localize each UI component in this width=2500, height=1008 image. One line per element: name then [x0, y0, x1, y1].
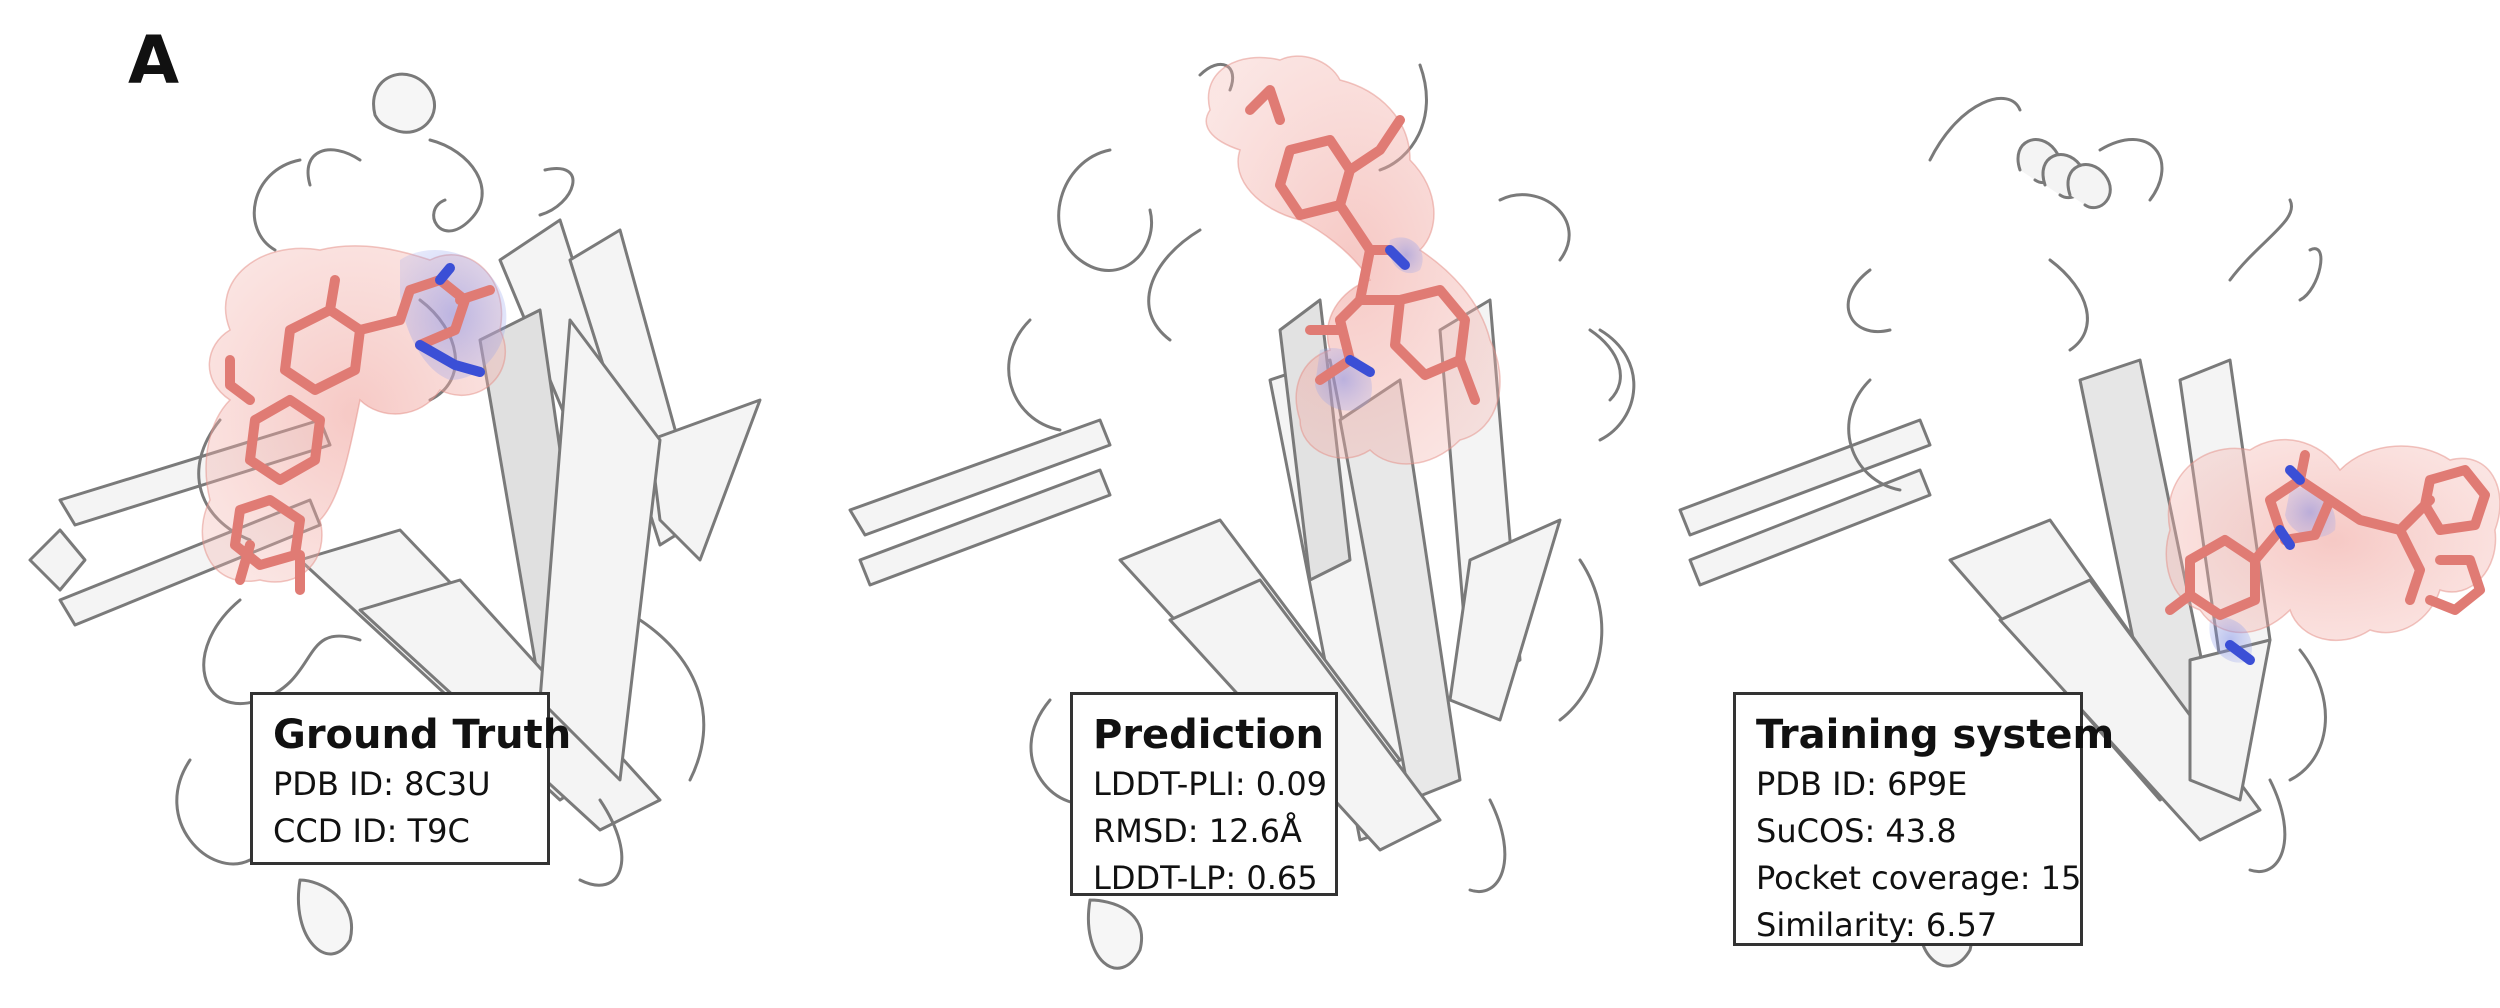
training-system-box: Training system PDB ID: 6P9E SuCOS: 43.8… [1733, 692, 2115, 946]
training-similarity: Similarity: 6.57 [1756, 906, 1998, 944]
prediction-lddt-pli: LDDT-PLI: 0.09 [1093, 765, 1328, 803]
ligand-sticks-ground-truth [225, 275, 495, 595]
training-pocket-coverage: Pocket coverage: 15 [1756, 859, 2082, 897]
ground-truth-pdb-id: PDB ID: 8C3U [273, 765, 491, 803]
prediction-rmsd: RMSD: 12.6Å [1093, 812, 1302, 850]
ligand-nitrogens-training [2225, 465, 2305, 665]
ligand-sticks-prediction [1245, 85, 1480, 405]
ground-truth-box: Ground Truth PDB ID: 8C3U CCD ID: T9C [250, 692, 572, 865]
ligand-nitrogens-ground-truth [415, 263, 485, 377]
prediction-box: Prediction LDDT-PLI: 0.09 RMSD: 12.6Å LD… [1070, 692, 1338, 897]
prediction-lddt-lp: LDDT-LP: 0.65 [1093, 859, 1318, 897]
ground-truth-title: Ground Truth [273, 712, 572, 758]
ligand-surface-prediction [1205, 55, 1501, 465]
training-pdb-id: PDB ID: 6P9E [1756, 765, 1968, 803]
prediction-title: Prediction [1093, 712, 1325, 758]
training-sucos: SuCOS: 43.8 [1756, 812, 1957, 850]
panel-letter: A [128, 22, 180, 99]
training-system-title: Training system [1756, 712, 2115, 758]
ground-truth-ccd-id: CCD ID: T9C [273, 812, 470, 850]
ligand-nitrogens-prediction [1345, 245, 1410, 377]
